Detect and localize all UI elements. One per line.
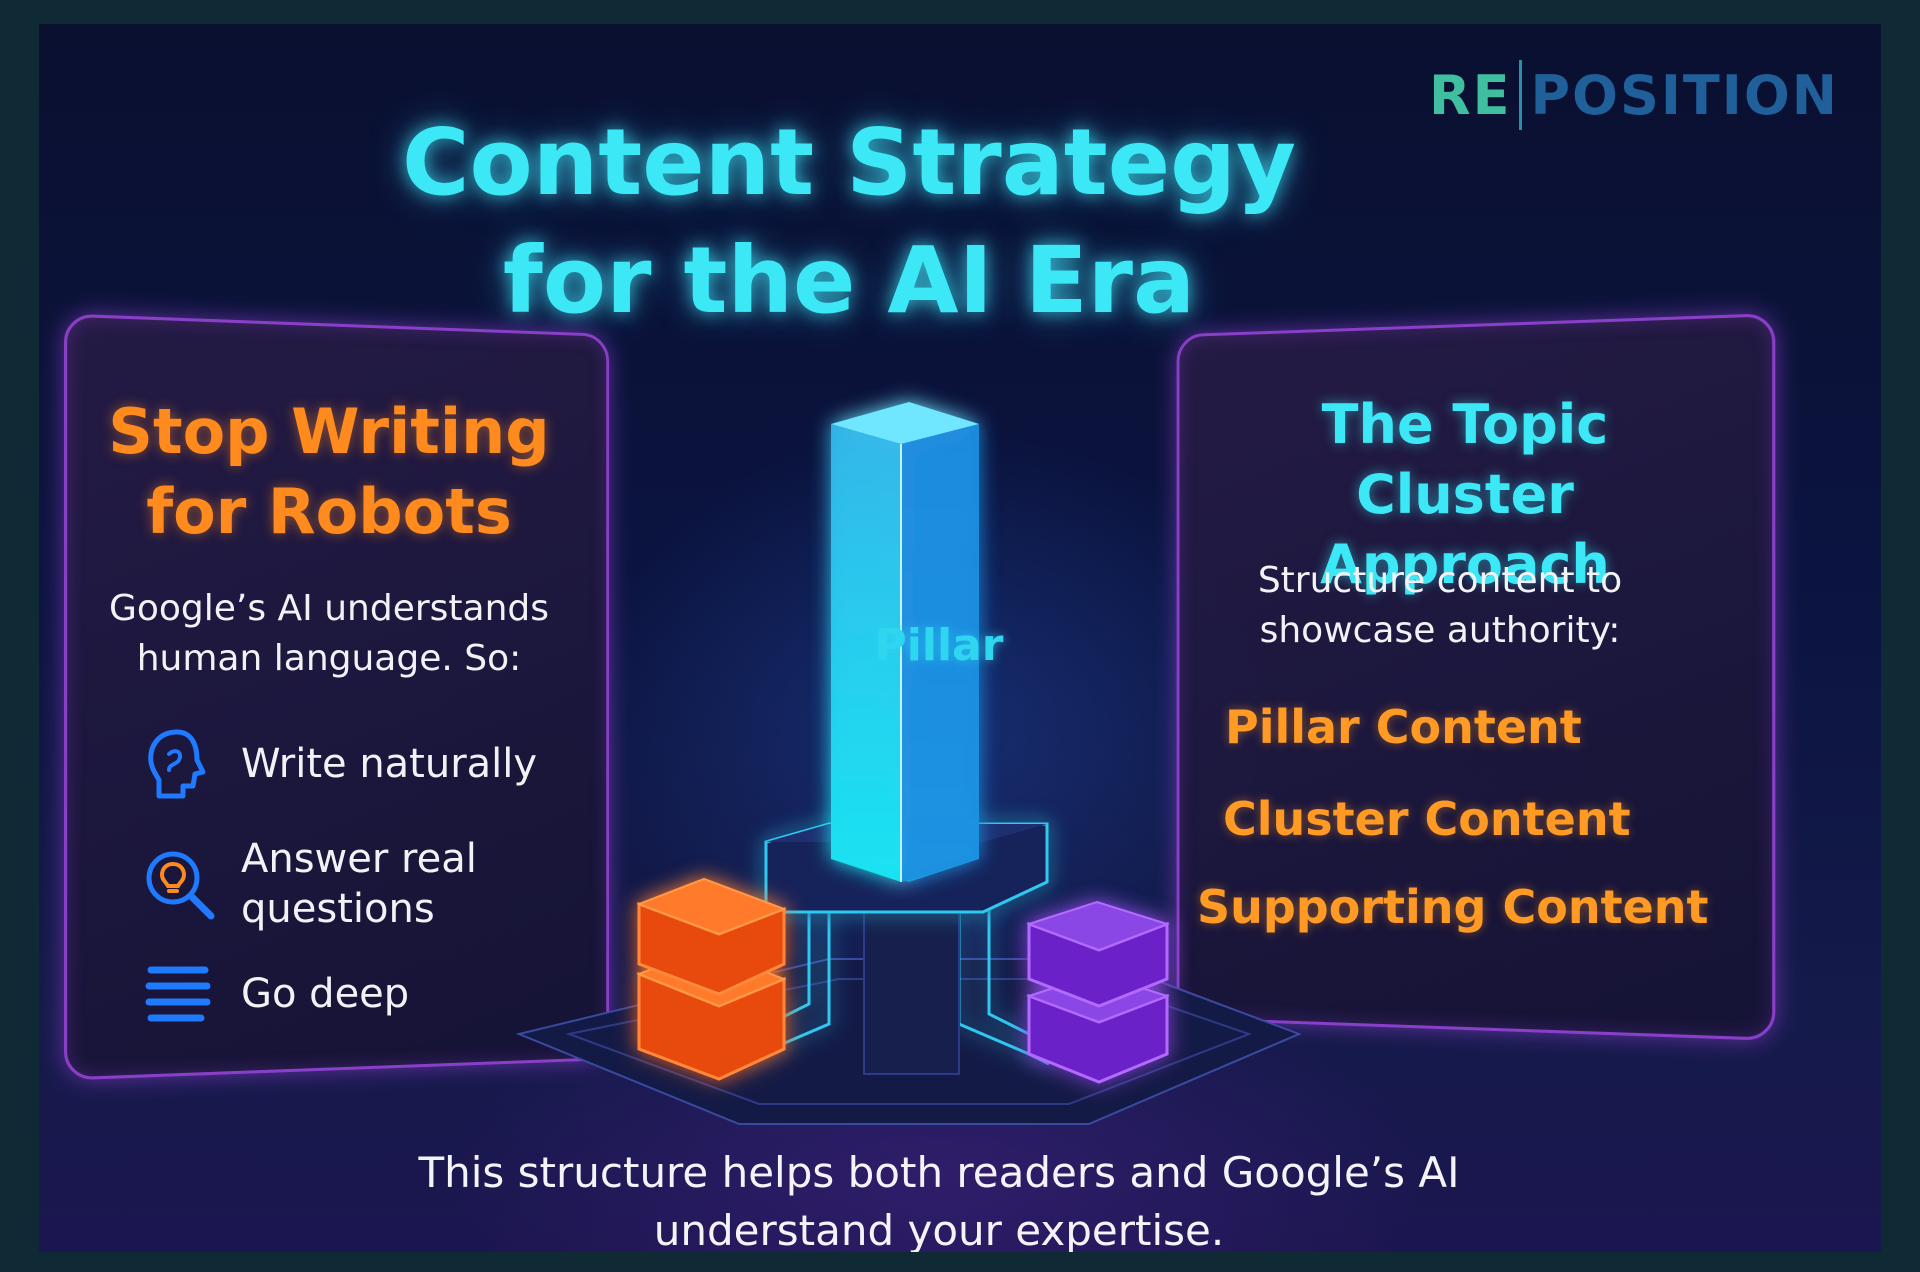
right-list-item-supporting: Supporting Content [1197, 880, 1709, 934]
left-list-item: Write naturally [139, 724, 537, 804]
right-intro-line-2: showcase authority: [1215, 606, 1665, 656]
footer-caption: This structure helps both readers and Go… [339, 1144, 1539, 1252]
left-item-label-line-1: Answer real [241, 834, 477, 884]
pillar-stem [864, 904, 959, 1074]
orange-cluster-blocks [639, 879, 784, 1079]
left-item-label: Write naturally [241, 739, 537, 789]
left-item-label-line-2: questions [241, 884, 477, 934]
right-panel-intro: Structure content to showcase authority: [1215, 556, 1665, 656]
footer-line-1: This structure helps both readers and Go… [339, 1144, 1539, 1202]
infographic-canvas: RE POSITION Content Strategy for the AI … [39, 24, 1881, 1252]
left-panel-intro: Google’s AI understands human language. … [99, 584, 559, 684]
left-heading-line-1: Stop Writing [99, 392, 559, 472]
right-heading-line-1: The Topic Cluster [1215, 390, 1715, 530]
purple-cluster-blocks [1029, 902, 1167, 1082]
head-profile-icon [139, 724, 219, 804]
footer-line-2: understand your expertise. [339, 1202, 1539, 1252]
magnifier-lightbulb-icon [139, 844, 219, 924]
left-list-item: Go deep [139, 954, 409, 1034]
lines-icon [139, 954, 219, 1034]
right-intro-line-1: Structure content to [1215, 556, 1665, 606]
left-intro-line-1: Google’s AI understands [99, 584, 559, 634]
left-item-label: Go deep [241, 969, 409, 1019]
left-panel-heading: Stop Writing for Robots [99, 392, 559, 552]
left-heading-line-2: for Robots [99, 472, 559, 552]
left-list-item: Answer real questions [139, 834, 477, 934]
right-list-item-pillar: Pillar Content [1225, 700, 1582, 754]
left-intro-line-2: human language. So: [99, 634, 559, 684]
right-list-item-cluster: Cluster Content [1223, 792, 1631, 846]
pillar-label: Pillar [859, 620, 1019, 671]
